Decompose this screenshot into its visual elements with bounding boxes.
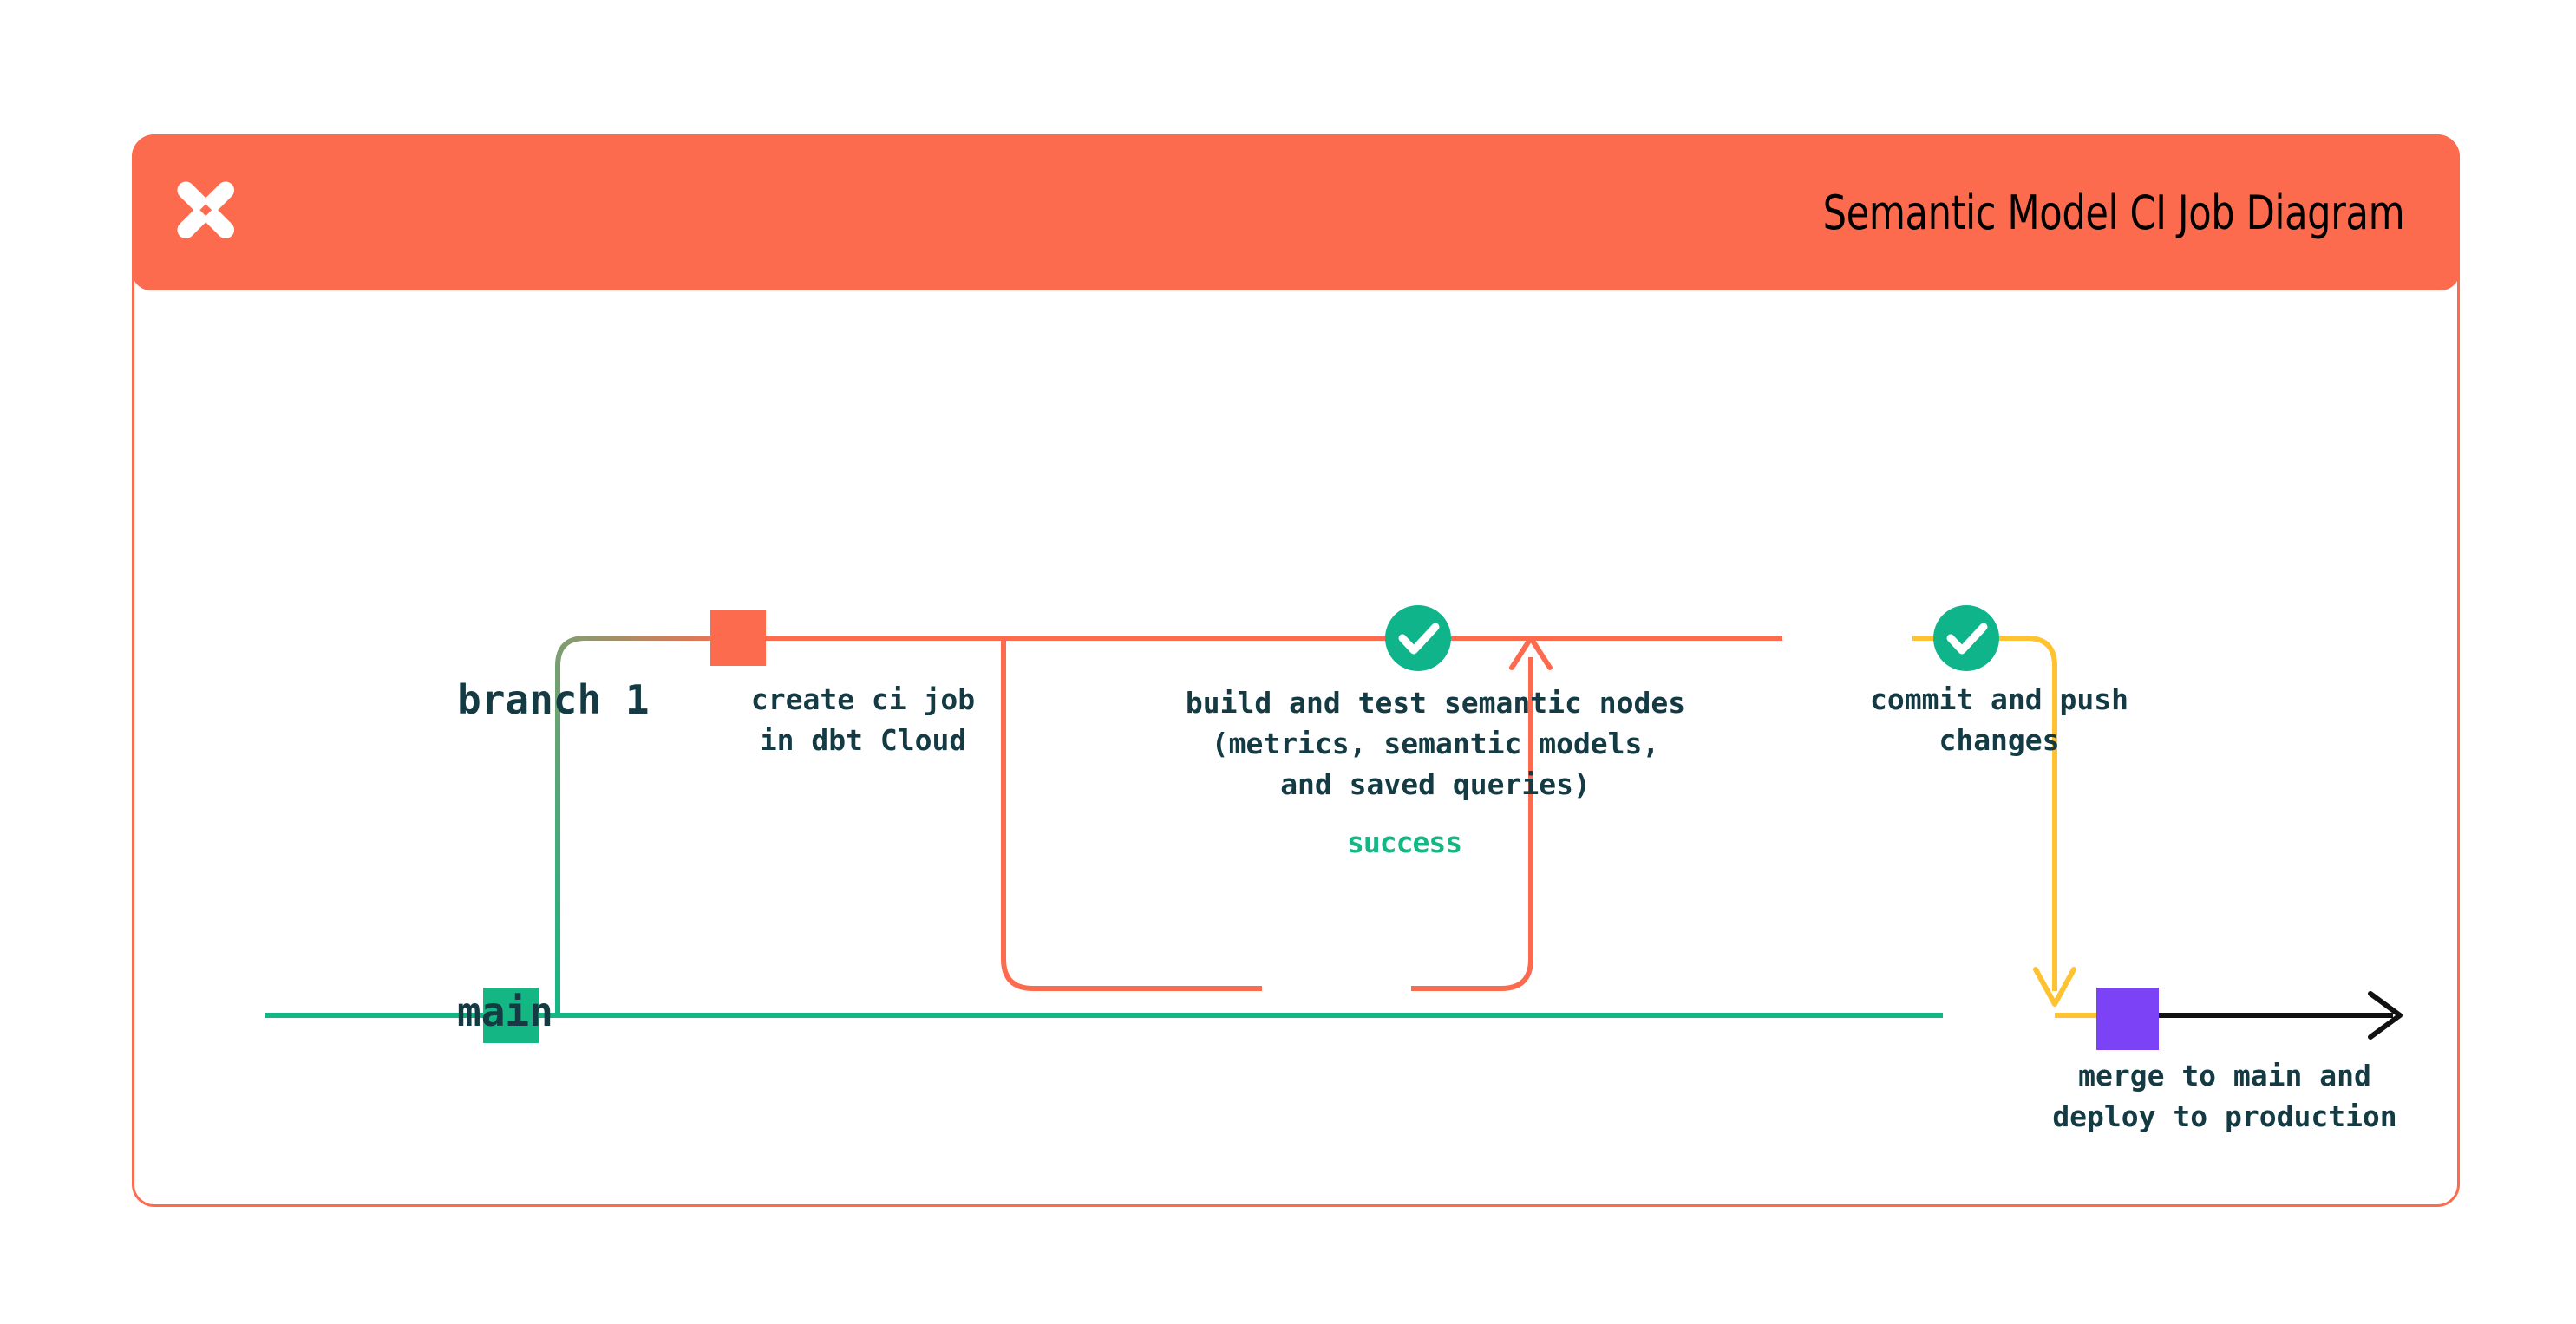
- edge-label-success: success: [1347, 825, 1462, 859]
- card-header: Semantic Model CI Job Diagram: [132, 134, 2460, 290]
- merge-path-line: [1912, 636, 2057, 991]
- create-ci-job-node-marker: [710, 610, 766, 666]
- success-loop-right: [1411, 657, 1533, 991]
- main-start-node-marker: [483, 988, 539, 1043]
- branch-1-start-line: [555, 636, 742, 1015]
- diagram-card: Semantic Model CI Job Diagram: [132, 134, 2460, 1207]
- node-label-build-and-test: build and test semantic nodes (metrics, …: [1185, 686, 1686, 801]
- node-label-merge-to-main: merge to main and deploy to production: [2052, 1059, 2397, 1133]
- diagram-svg: [265, 605, 2403, 1050]
- node-label-commit-and-push: commit and push changes: [1869, 682, 2128, 757]
- node-label-create-ci-job: create ci job in dbt Cloud: [750, 682, 976, 757]
- commit-and-push-check-icon: [1933, 605, 1999, 671]
- merge-path-arrowhead: [2033, 967, 2076, 1007]
- lane-label-branch-1: branch 1: [457, 676, 650, 723]
- dbt-logo-icon: [177, 181, 235, 239]
- success-loop-left: [1001, 638, 1262, 991]
- build-and-test-check-icon: [1385, 605, 1451, 671]
- page-title: Semantic Model CI Job Diagram: [1822, 185, 2404, 240]
- success-loop-arrowhead: [1509, 636, 1553, 670]
- production-arrow-head: [2368, 991, 2403, 1040]
- lane-label-main: main: [457, 988, 553, 1035]
- diagram-canvas: [134, 293, 2457, 1207]
- merge-to-main-node-marker: [2096, 988, 2159, 1050]
